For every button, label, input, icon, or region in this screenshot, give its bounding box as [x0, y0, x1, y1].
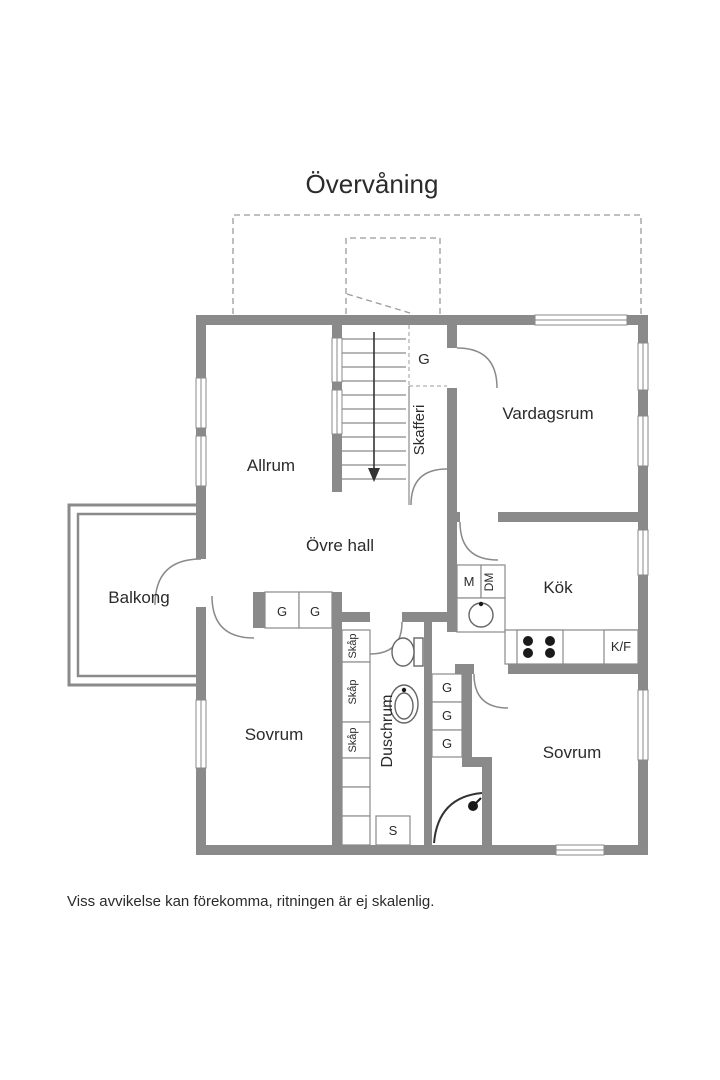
closet-label: G — [442, 708, 452, 723]
staircase — [342, 325, 410, 505]
closet-label: G — [310, 604, 320, 619]
closet-label-g-top: G — [418, 351, 430, 368]
window — [195, 435, 207, 487]
closet-label: Skåp — [347, 633, 359, 658]
walls — [196, 315, 648, 855]
room-label-vardagsrum: Vardagsrum — [502, 404, 593, 423]
window — [195, 377, 207, 429]
g-closet-stack: G G G — [431, 673, 463, 758]
room-label-skafferi: Skafferi — [411, 405, 428, 456]
window — [555, 844, 605, 856]
closet-label: G — [442, 680, 452, 695]
closet-label: G — [442, 736, 452, 751]
appliance-label: M — [464, 574, 475, 589]
room-label-kok: Kök — [543, 578, 573, 597]
door-arc-vardagsrum — [456, 347, 498, 389]
room-label-balkong: Balkong — [108, 588, 169, 607]
shower-icon — [433, 792, 483, 844]
door-arc-sovrum-hoger — [473, 673, 509, 709]
stair-railing — [331, 389, 343, 435]
balcony-railing — [67, 503, 196, 687]
window — [637, 415, 649, 467]
disclaimer-text: Viss avvikelse kan förekomma, ritningen … — [67, 893, 434, 910]
appliance-label: K/F — [611, 639, 631, 654]
toilet-icon — [391, 637, 424, 667]
stove-icon — [516, 629, 564, 665]
window — [534, 314, 628, 326]
window — [637, 342, 649, 391]
windows — [195, 314, 649, 856]
room-label-allrum: Allrum — [247, 456, 295, 475]
microwave — [456, 564, 482, 599]
window — [195, 699, 207, 769]
door-arc-skafferi — [410, 468, 448, 506]
stair-railing — [331, 337, 343, 383]
kitchen-sink-icon — [456, 597, 506, 633]
door-arc-sovrum-vanster — [211, 595, 255, 639]
window — [637, 529, 649, 576]
door-arc-kok — [459, 521, 499, 561]
roof-dashed-outline — [232, 214, 642, 314]
closet-label: S — [389, 823, 398, 838]
sink-icon — [389, 684, 419, 724]
stairs-arrow-head — [368, 468, 380, 482]
room-label-ovre-hall: Övre hall — [306, 536, 374, 555]
closet-label: Skåp — [347, 679, 359, 704]
page-title: Övervåning — [306, 169, 439, 199]
room-label-duschrum: Duschrum — [379, 695, 396, 768]
closet-label: G — [277, 604, 287, 619]
window — [637, 689, 649, 761]
fridge-freezer: K/F — [603, 629, 639, 665]
door-arc-balkong — [154, 558, 202, 606]
bathroom-fixtures — [389, 637, 483, 844]
room-label-sovrum-vanster: Sovrum — [245, 725, 304, 744]
room-label-sovrum-hoger: Sovrum — [543, 743, 602, 762]
hall-closets: G G — [264, 591, 333, 629]
closet-label: Skåp — [347, 727, 359, 752]
door-openings — [196, 348, 508, 674]
skap-closet-column: Skåp Skåp Skåp — [341, 629, 371, 846]
kitchen-fixtures: M DM K/F — [456, 564, 639, 665]
s-closet: S — [375, 815, 411, 846]
appliance-label: DM — [482, 573, 496, 592]
